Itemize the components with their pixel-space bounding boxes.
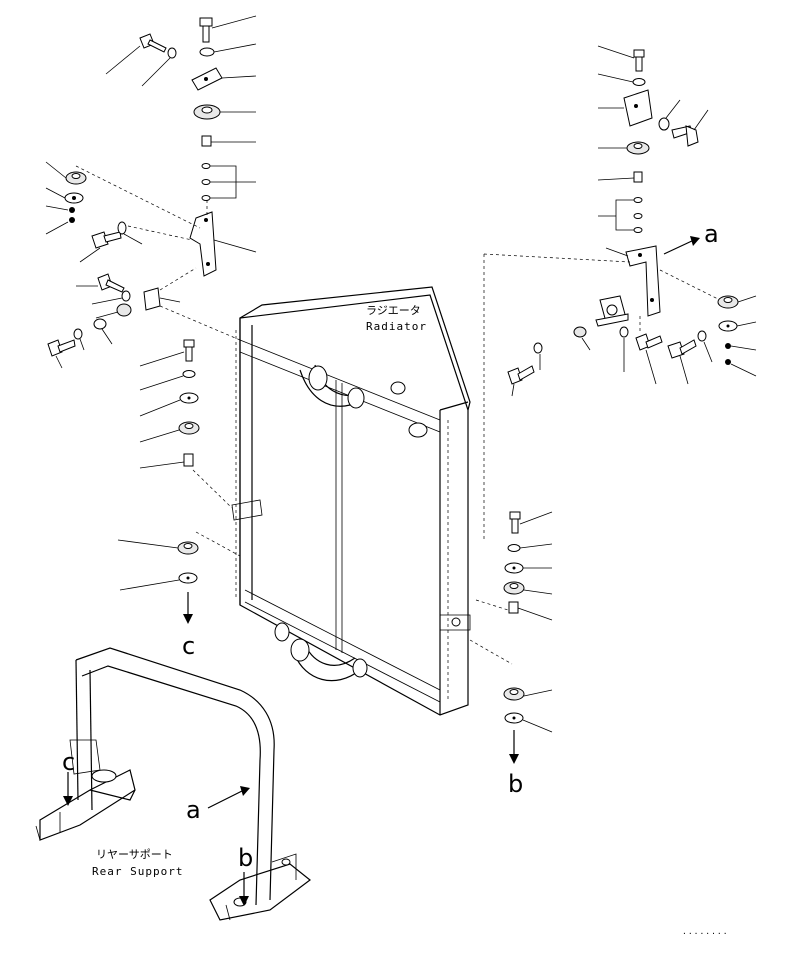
left-fastener-cluster — [45, 161, 241, 369]
radiator-label-en: Radiator — [366, 320, 427, 333]
ref-label-a-upper: a — [704, 220, 719, 248]
right-mid-fastener-stack: b — [469, 511, 553, 798]
washer-icon — [199, 47, 215, 57]
top-left-fastener-stack — [75, 15, 257, 277]
ref-label-b-upper: b — [508, 770, 523, 798]
ref-label-c-upper: c — [182, 632, 195, 660]
right-fastener-cluster — [507, 295, 757, 397]
rear-support-label: リヤーサポート Rear Support — [92, 848, 183, 878]
ref-label-c-lower: c — [62, 748, 75, 776]
long-bracket-icon — [189, 211, 217, 277]
rear-support-assembly: c a b — [35, 647, 311, 921]
rear-support-label-jp: リヤーサポート — [96, 848, 173, 861]
radiator-label: ラジエータ Radiator — [366, 304, 427, 333]
radiator-assembly — [231, 286, 471, 716]
drawing-code: ........ — [682, 927, 729, 936]
top-right-fastener-stack: a — [483, 45, 721, 540]
bolt-icon — [199, 17, 213, 27]
radiator-label-jp: ラジエータ — [366, 304, 421, 317]
left-mid-fastener-stack: c — [117, 339, 241, 660]
ref-label-b-lower: b — [238, 844, 253, 872]
collar-icon — [201, 135, 212, 147]
ref-label-a-lower: a — [186, 796, 201, 824]
rear-support-label-en: Rear Support — [92, 865, 183, 878]
